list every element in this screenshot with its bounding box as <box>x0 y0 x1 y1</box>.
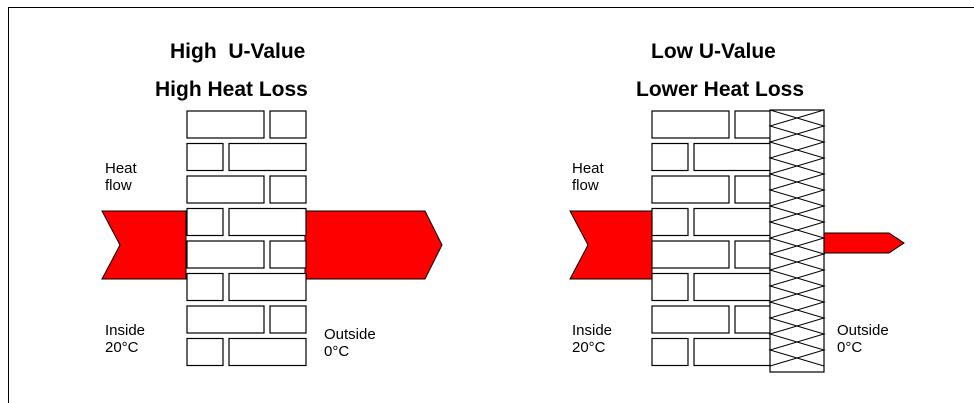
frame-left-line <box>8 7 9 403</box>
right-heat-flow-label-line-2: flow <box>572 177 599 194</box>
right-wall-brick <box>734 240 772 269</box>
right-wall-brick <box>693 207 772 237</box>
right-outgoing-heat-arrow <box>823 232 905 254</box>
left-wall-brick <box>269 240 307 269</box>
right-wall-brick <box>651 272 689 302</box>
left-outside-label-line-1: Outside <box>324 326 376 343</box>
frame-top-line <box>8 7 974 8</box>
left-wall-brick <box>228 207 307 237</box>
left-heat-flow-label-line-2: flow <box>105 177 132 194</box>
insulation-zigzag-line <box>768 109 826 367</box>
left-outgoing-heat-arrow <box>304 210 443 280</box>
insulation-zigzag-line <box>768 109 826 367</box>
right-wall-brick <box>734 175 772 204</box>
right-wall-diagram <box>569 109 905 373</box>
left-heat-flow-label-line-1: Heat <box>105 160 137 177</box>
left-wall-brick <box>269 175 307 204</box>
right-title-line-2: Lower Heat Loss <box>636 78 805 101</box>
left-title-line-2: High Heat Loss <box>155 78 308 101</box>
left-outside-label-line-2: 0°C <box>324 343 350 360</box>
left-wall-brick <box>228 142 307 172</box>
right-wall-brick <box>651 337 689 367</box>
right-wall-brick <box>734 305 772 334</box>
right-wall-brick <box>693 142 772 172</box>
left-title-line-1: High U-Value <box>170 40 306 63</box>
right-wall-brick <box>693 337 772 367</box>
right-inside-label-line-2: 20°C <box>572 339 606 356</box>
right-wall-brick <box>734 110 772 139</box>
right-incoming-heat-arrow <box>569 210 653 280</box>
left-inside-label-line-2: 20°C <box>105 339 139 356</box>
left-brick-wall <box>186 110 307 367</box>
right-wall-brick <box>651 142 689 172</box>
left-wall-diagram <box>101 110 443 367</box>
right-outside-label-line-1: Outside <box>837 322 889 339</box>
left-wall-brick <box>186 142 224 172</box>
left-wall-brick <box>269 305 307 334</box>
left-wall-brick <box>186 305 265 334</box>
left-wall-brick <box>228 272 307 302</box>
left-wall-brick <box>186 240 265 269</box>
left-wall-brick <box>269 110 307 139</box>
left-inside-label-line-1: Inside <box>105 322 146 339</box>
left-wall-brick <box>186 110 265 139</box>
right-brick-wall <box>651 110 772 367</box>
insulation-layer <box>768 109 826 373</box>
left-wall-brick <box>228 337 307 367</box>
left-incoming-heat-arrow <box>101 210 187 280</box>
right-wall-brick <box>651 207 689 237</box>
right-outside-label-line-2: 0°C <box>837 339 863 356</box>
right-wall-brick <box>651 240 730 269</box>
right-title-line-1: Low U-Value <box>651 40 776 63</box>
right-heat-flow-label-line-1: Heat <box>572 160 604 177</box>
left-wall-brick <box>186 272 224 302</box>
left-wall-brick <box>186 175 265 204</box>
right-wall-brick <box>651 305 730 334</box>
left-wall-brick <box>186 337 224 367</box>
right-wall-brick <box>651 175 730 204</box>
right-wall-brick <box>693 272 772 302</box>
right-inside-label-line-1: Inside <box>572 322 613 339</box>
left-wall-brick <box>186 207 224 237</box>
right-wall-brick <box>651 110 730 139</box>
